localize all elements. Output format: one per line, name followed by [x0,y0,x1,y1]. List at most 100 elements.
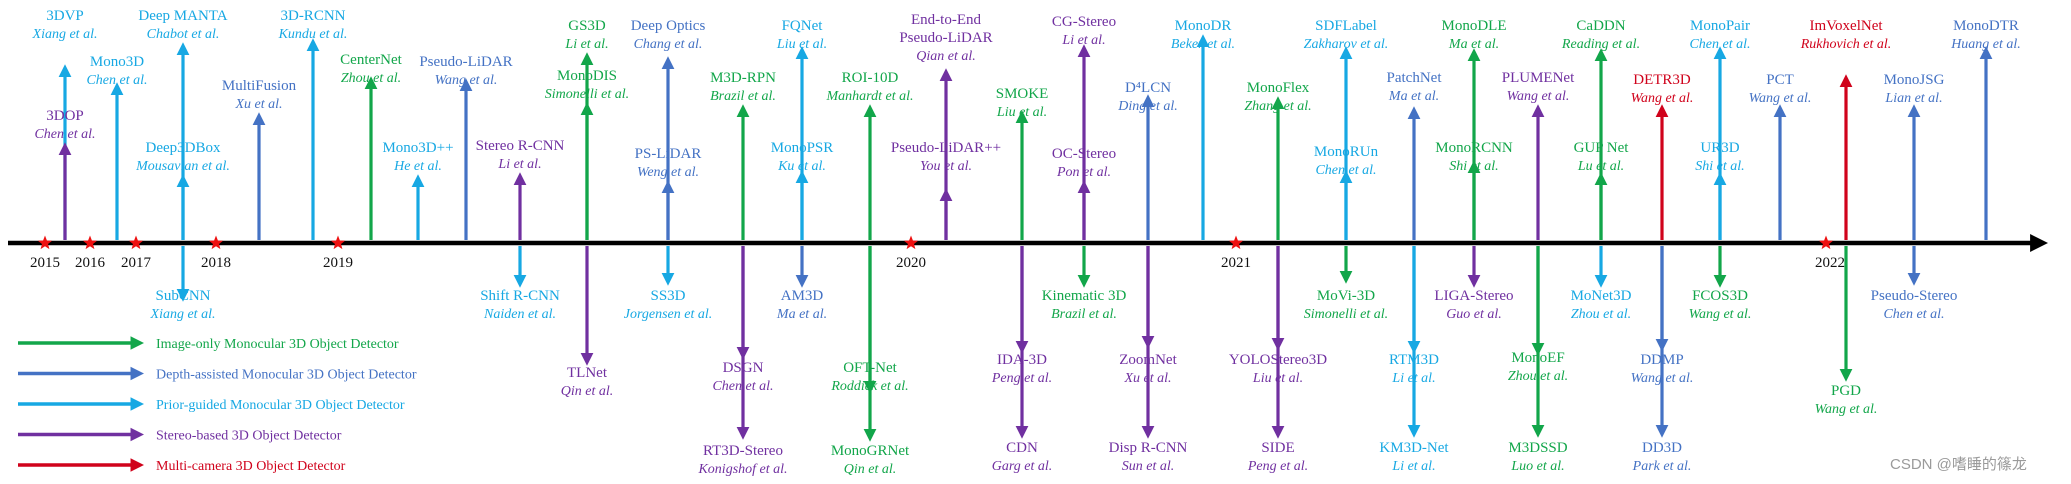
year-star [208,235,224,250]
method-author: Chen et al. [34,127,95,142]
method-name: MonoRCNN [1435,140,1513,156]
method-author: Li et al. [564,37,608,52]
method-name: MonoDIS [557,68,617,84]
method-mono3dpp: Mono3D++ He et al. [382,140,453,174]
method-author: Zhang et al. [1244,99,1311,114]
legend-label: Image-only Monocular 3D Object Detector [156,337,399,352]
method-author: Ma et al. [1448,37,1499,52]
method-name: DETR3D [1633,72,1691,88]
method-author: Shi et al. [1695,159,1744,174]
legend-item-image: Image-only Monocular 3D Object Detector [18,336,399,352]
method-author: Wang et al. [1507,89,1570,104]
method-d4lcn: D⁴LCN Ding et al. [1117,80,1178,114]
method-author: Jorgensen et al. [624,307,713,322]
method-name: MoVi-3D [1317,288,1375,304]
method-author: Reading et al. [1561,37,1640,52]
method-name: Shift R-CNN [480,288,560,304]
method-name: SS3D [650,288,685,304]
method-name: D⁴LCN [1125,80,1171,96]
watermark: CSDN @嗜睡的篠龙 [1890,456,2027,473]
method-author: Peng et al. [1247,459,1308,474]
method-monodtr: MonoDTR Huang et al. [1950,18,2021,52]
method-name: ImVoxelNet [1809,18,1883,34]
method-name: Deep MANTA [138,8,227,24]
method-name: Stereo R-CNN [476,138,565,154]
method-name: MonoJSG [1884,72,1945,88]
year-label: 2022 [1815,255,1845,271]
method-name: MonoDTR [1953,18,2019,34]
method-name: PCT [1766,72,1794,88]
year-star [128,235,144,250]
method-name: Deep3DBox [146,140,221,156]
method-gs3d: GS3D Li et al. [564,18,608,52]
year-star [1818,235,1834,250]
method-author: He et al. [393,159,442,174]
method-author: Luo et al. [1510,459,1564,474]
legend-item-multi: Multi-camera 3D Object Detector [18,458,346,474]
method-author: Wang et al. [1689,307,1752,322]
method-author: Peng et al. [991,371,1052,386]
method-name: GS3D [568,18,606,34]
method-name: OC-Stereo [1052,146,1116,162]
year-label: 2016 [75,255,106,271]
method-name: MonoFlex [1247,80,1310,96]
method-ss3d: SS3D Jorgensen et al. [624,288,713,322]
method-author: Brazil et al. [710,89,776,104]
method-name: Mono3D++ [382,140,453,156]
method-name: End-to-End [911,12,981,28]
method-author: Huang et al. [1950,37,2021,52]
method-author: Liu et al. [996,105,1047,120]
method-author: Xu et al. [1123,371,1171,386]
method-author: Liu et al. [1252,371,1303,386]
method-name: RTM3D [1389,352,1439,368]
method-author: Li et al. [1391,371,1435,386]
method-author: Xu et al. [234,97,282,112]
method-author: Weng et al. [637,165,699,180]
year-star [1228,235,1244,250]
method-author: Mousavian et al. [135,159,230,174]
method-author: Chen et al. [1883,307,1944,322]
method-author: Xiang et al. [150,307,216,322]
method-name: FCOS3D [1692,288,1748,304]
method-name: Pseudo-LiDAR [899,30,992,46]
method-author: Qin et al. [561,384,614,399]
method-author: Konigshof et al. [697,462,787,477]
method-author: Ding et al. [1117,99,1178,114]
legend-label: Stereo-based 3D Object Detector [156,429,342,444]
legend-label: Depth-assisted Monocular 3D Object Detec… [156,368,417,383]
method-name: Disp R-CNN [1109,440,1188,456]
method-author: Wang et al. [1749,91,1812,106]
method-name: 3DVP [46,8,84,24]
method-name: PatchNet [1387,70,1443,86]
method-name: YOLOStereo3D [1229,352,1327,368]
legend: Image-only Monocular 3D Object DetectorD… [18,336,417,474]
method-name: UR3D [1700,140,1739,156]
method-author: Zhou et al. [1508,369,1568,384]
method-fcos3d: FCOS3D Wang et al. [1689,288,1752,322]
method-author: Rukhovich et al. [1800,37,1892,52]
legend-label: Prior-guided Monocular 3D Object Detecto… [156,398,405,413]
method-name: FQNet [782,18,824,34]
method-author: Manhardt et al. [826,89,914,104]
